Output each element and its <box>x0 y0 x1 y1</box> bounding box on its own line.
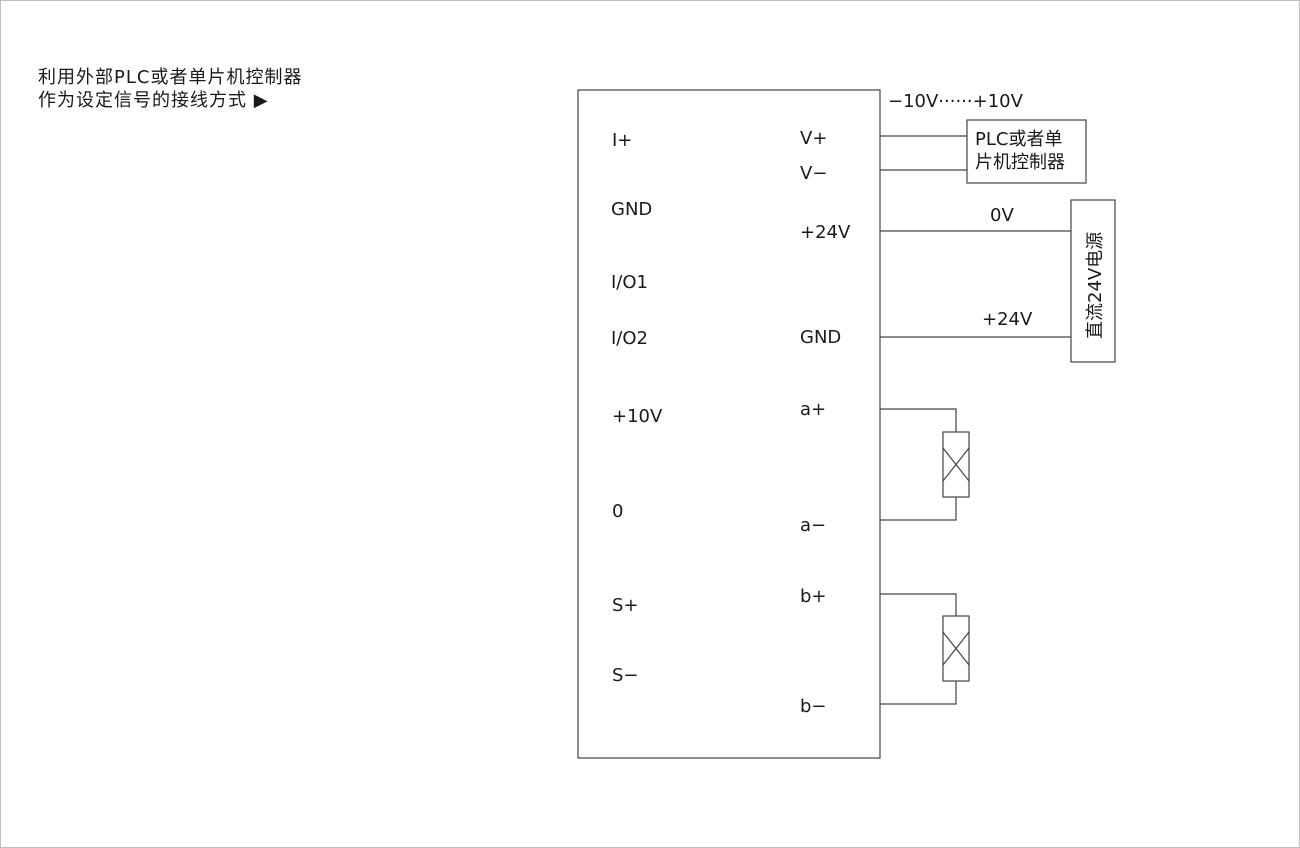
coil-b <box>880 593 970 705</box>
terminal-s-plus: S+ <box>612 595 639 616</box>
diagram-caption: 利用外部PLC或者单片机控制器 作为设定信号的接线方式 ▶ <box>38 66 302 112</box>
controller-block <box>577 89 881 759</box>
terminal-v-minus: V− <box>800 163 827 184</box>
power-supply-box <box>1070 199 1116 363</box>
terminal-a-plus: a+ <box>800 399 826 420</box>
terminal-io2: I/O2 <box>611 328 648 349</box>
power-zero-label: 0V <box>990 205 1014 226</box>
terminal-b-minus: b− <box>800 696 827 717</box>
coil-a <box>880 408 970 521</box>
terminal-plus-10v: +10V <box>612 406 663 427</box>
power-plus-label: +24V <box>982 309 1033 330</box>
plc-box-line-1: PLC或者单 <box>975 129 1062 150</box>
terminal-i-plus: I+ <box>612 130 632 151</box>
terminal-s-minus: S− <box>612 665 639 686</box>
terminal-gnd-right: GND <box>800 327 841 348</box>
terminal-a-minus: a− <box>800 515 826 536</box>
terminal-v-plus: V+ <box>800 128 827 149</box>
terminal-gnd-left: GND <box>611 199 652 220</box>
terminal-zero: 0 <box>612 501 623 522</box>
terminal-b-plus: b+ <box>800 586 827 607</box>
plc-box-line-2: 片机控制器 <box>975 152 1065 173</box>
plc-controller-box <box>966 119 1087 184</box>
caption-line-2: 作为设定信号的接线方式 ▶ <box>38 90 269 111</box>
power-supply-label: 直流24V电源 <box>1085 232 1106 339</box>
terminal-plus-24v: +24V <box>800 222 851 243</box>
caption-line-1: 利用外部PLC或者单片机控制器 <box>38 67 303 88</box>
signal-range-label: −10V······+10V <box>888 91 1024 112</box>
terminal-io1: I/O1 <box>611 272 648 293</box>
